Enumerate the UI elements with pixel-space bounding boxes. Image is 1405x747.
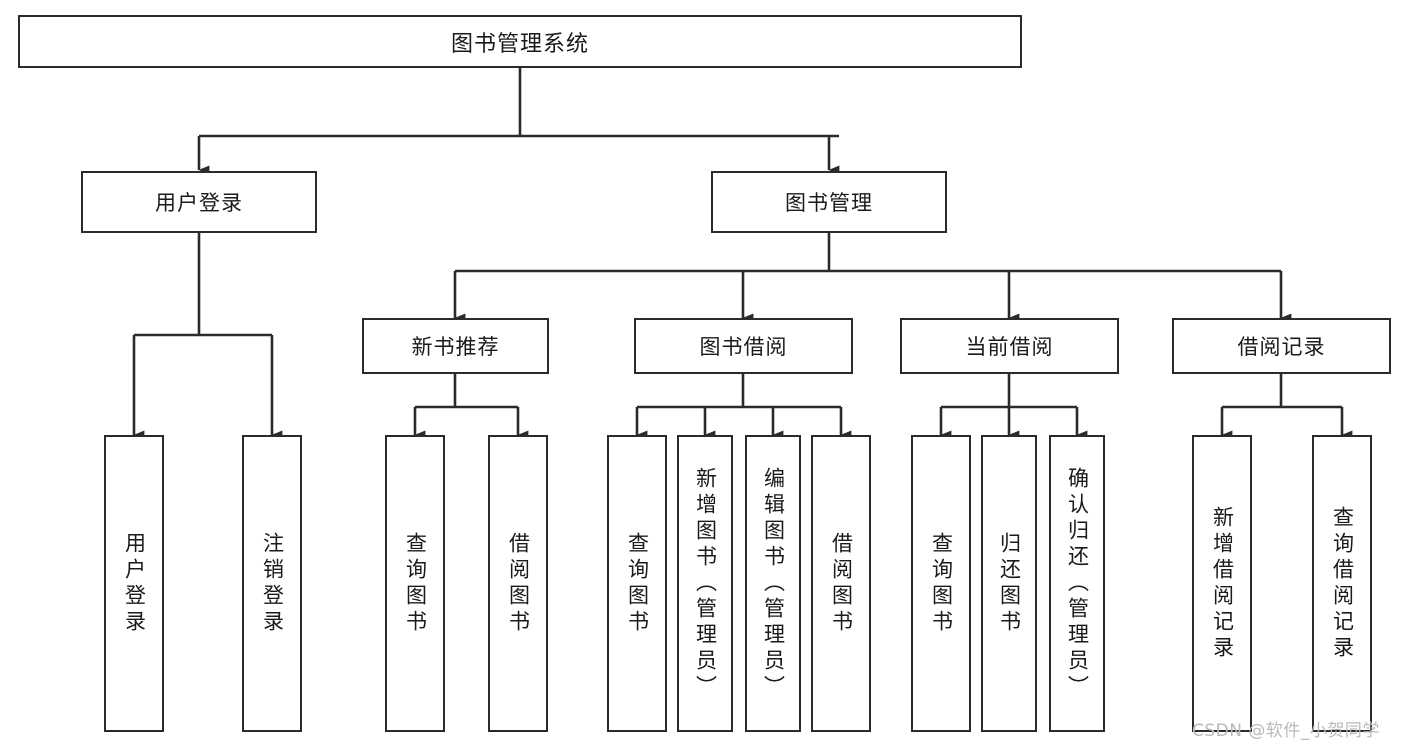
node-leaf-borrow-book-2-label: 借阅图书 <box>829 531 854 636</box>
node-leaf-add-record-label: 新增借阅记录 <box>1210 505 1235 662</box>
node-leaf-confirm-return[interactable]: 确认归还（管理员） <box>1049 435 1105 732</box>
node-leaf-query-book-1[interactable]: 查询图书 <box>385 435 445 732</box>
node-book-borrow-label: 图书借阅 <box>699 335 788 359</box>
node-book-borrow[interactable]: 图书借阅 <box>634 318 853 374</box>
node-leaf-edit-book-label: 编辑图书（管理员） <box>761 466 786 701</box>
node-user-login[interactable]: 用户登录 <box>81 171 317 233</box>
node-leaf-return-book-label: 归还图书 <box>997 531 1022 636</box>
node-new-book-recommend[interactable]: 新书推荐 <box>362 318 549 374</box>
node-leaf-add-record[interactable]: 新增借阅记录 <box>1192 435 1252 732</box>
node-leaf-query-record[interactable]: 查询借阅记录 <box>1312 435 1372 732</box>
node-leaf-query-book-3-label: 查询图书 <box>929 531 954 636</box>
node-user-login-label: 用户登录 <box>155 191 243 215</box>
node-book-manage-label: 图书管理 <box>785 191 873 215</box>
node-current-borrow-label: 当前借阅 <box>965 335 1054 359</box>
node-leaf-borrow-book-2[interactable]: 借阅图书 <box>811 435 871 732</box>
node-leaf-logout-login-label: 注销登录 <box>260 531 285 636</box>
node-leaf-add-book[interactable]: 新增图书（管理员） <box>677 435 733 732</box>
node-current-borrow[interactable]: 当前借阅 <box>900 318 1119 374</box>
node-leaf-confirm-return-label: 确认归还（管理员） <box>1065 466 1090 701</box>
node-borrow-record-label: 借阅记录 <box>1237 335 1326 359</box>
node-root-label: 图书管理系统 <box>450 31 589 57</box>
node-leaf-query-record-label: 查询借阅记录 <box>1330 505 1355 662</box>
watermark: CSDN @软件_小贺同学 <box>1192 721 1380 741</box>
node-leaf-edit-book[interactable]: 编辑图书（管理员） <box>745 435 801 732</box>
node-leaf-add-book-label: 新增图书（管理员） <box>693 466 718 701</box>
node-leaf-user-login[interactable]: 用户登录 <box>104 435 164 732</box>
node-borrow-record[interactable]: 借阅记录 <box>1172 318 1391 374</box>
node-leaf-return-book[interactable]: 归还图书 <box>981 435 1037 732</box>
node-leaf-logout-login[interactable]: 注销登录 <box>242 435 302 732</box>
node-root[interactable]: 图书管理系统 <box>18 15 1022 68</box>
node-leaf-borrow-book-1[interactable]: 借阅图书 <box>488 435 548 732</box>
node-leaf-query-book-1-label: 查询图书 <box>403 531 428 636</box>
node-leaf-query-book-2-label: 查询图书 <box>625 531 650 636</box>
node-book-manage[interactable]: 图书管理 <box>711 171 947 233</box>
node-new-book-recommend-label: 新书推荐 <box>411 335 500 359</box>
node-leaf-borrow-book-1-label: 借阅图书 <box>506 531 531 636</box>
node-leaf-user-login-label: 用户登录 <box>122 531 147 636</box>
node-leaf-query-book-2[interactable]: 查询图书 <box>607 435 667 732</box>
node-leaf-query-book-3[interactable]: 查询图书 <box>911 435 971 732</box>
